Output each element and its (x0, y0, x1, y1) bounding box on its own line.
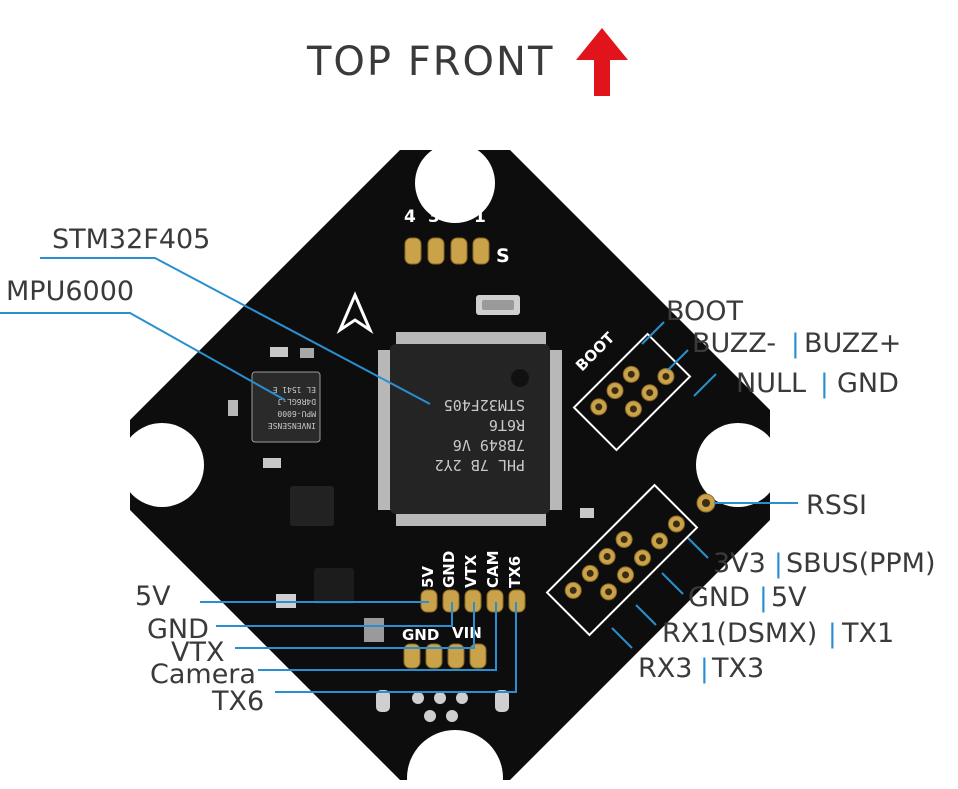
silk-vin: VIN (452, 624, 482, 642)
mcu-marking-2: 7B849 V6 (453, 436, 525, 454)
label-vtx: VTX (171, 637, 224, 668)
label-null: NULL (736, 368, 806, 399)
label-buzz-plus: BUZZ+ (804, 328, 901, 359)
separator: | (759, 583, 768, 613)
imu-marking-1: INVENSENSE (268, 421, 316, 430)
label-camera: Camera (150, 659, 256, 690)
label-stm32: STM32F405 (52, 224, 210, 255)
pin-number-1: 1 (474, 207, 486, 227)
mount-notch-right (696, 423, 780, 507)
separator: | (820, 369, 829, 399)
separator: | (700, 654, 709, 684)
pin-number-3: 3 (428, 207, 440, 227)
label-rx3: RX3 (638, 653, 692, 684)
label-buzz-minus: BUZZ- (692, 328, 776, 359)
silk-5v: 5V (419, 566, 437, 588)
header-title: TOP FRONT (306, 39, 554, 85)
label-boot: BOOT (666, 296, 744, 327)
direction-arrow-icon (336, 291, 374, 335)
label-5v-left: 5V (135, 581, 171, 612)
label-gnd-mid: GND (688, 582, 750, 613)
silk-gnd: GND (440, 551, 458, 588)
label-tx3: TX3 (711, 653, 764, 684)
silk-vtx: VTX (462, 554, 480, 588)
receiver-header (545, 483, 699, 637)
label-tx1: TX1 (841, 618, 894, 649)
label-tx6: TX6 (211, 686, 264, 717)
motor-pads (404, 237, 490, 265)
mount-notch-top (415, 143, 495, 223)
label-sbus: SBUS(PPM) (786, 548, 936, 579)
silk-cam: CAM (484, 550, 502, 588)
mcu-marking-1: PHL 7B 2Y2 (435, 456, 525, 474)
label-5v-mid: 5V (771, 582, 807, 613)
mcu-chip: PHL 7B 2Y2 7B849 V6 R6T6 STM32F405 (390, 344, 550, 514)
crystal-top (482, 300, 514, 310)
pin-number-4: 4 (404, 207, 416, 227)
boot-header (572, 332, 692, 452)
up-arrow-icon (576, 28, 628, 96)
mount-notch-left (120, 423, 204, 507)
silk-gnd-power: GND (402, 626, 439, 644)
label-rx1: RX1(DSMX) (662, 618, 817, 649)
leader-lines (0, 257, 798, 693)
passive-components (228, 347, 594, 642)
imu-marking-4: EL 1541 E (272, 385, 316, 394)
separator: | (828, 619, 837, 649)
label-gnd-left: GND (147, 614, 209, 645)
separator: | (774, 549, 783, 579)
mcu-marking-3: R6T6 (489, 416, 525, 434)
pin-number-2: 2 (452, 207, 464, 227)
flight-controller-board: 4 3 2 1 S PHL 7B 2Y2 7 (120, 143, 780, 789)
silk-tx6: TX6 (506, 556, 524, 588)
imu-marking-2: MPU-6000 (277, 409, 316, 418)
mount-notch-bottom (407, 730, 503, 789)
bottom-pads (376, 690, 509, 722)
imu-marking-3: D4R6GL-J (277, 397, 316, 406)
s-silk: S (496, 245, 510, 267)
label-gnd-right: GND (837, 368, 899, 399)
mcu-pins (378, 332, 562, 526)
imu-chip: INVENSENSE MPU-6000 D4R6GL-J EL 1541 E (251, 371, 321, 443)
mcu-marking-4: STM32F405 (444, 396, 525, 414)
label-mpu: MPU6000 (6, 276, 134, 307)
label-3v3: 3V3 (713, 548, 766, 579)
label-rssi: RSSI (806, 490, 867, 521)
separator: | (791, 329, 800, 359)
power-pads (403, 643, 487, 669)
